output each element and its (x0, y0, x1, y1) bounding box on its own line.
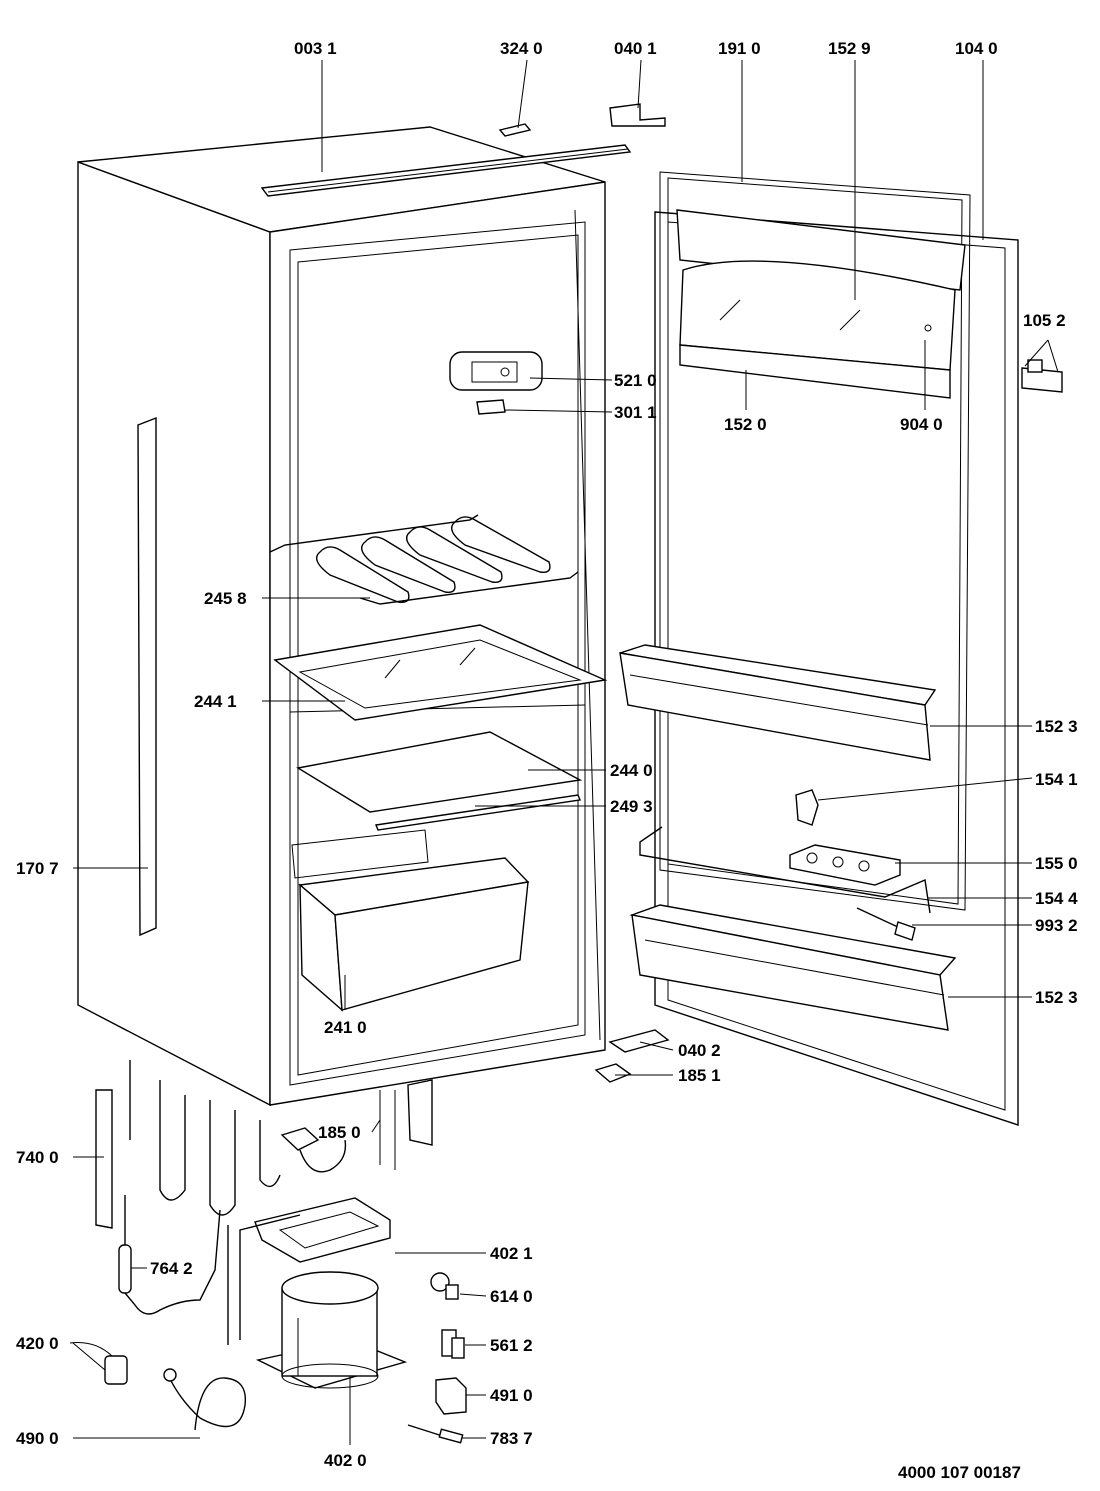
label-003-1: 003 1 (294, 39, 337, 58)
label-245-8: 245 8 (204, 589, 247, 608)
label-191-0: 191 0 (718, 39, 761, 58)
label-185-0: 185 0 (318, 1123, 361, 1142)
label-104-0: 104 0 (955, 39, 998, 58)
filter-dryer (118, 1195, 221, 1315)
label-490-0: 490 0 (16, 1429, 59, 1448)
label-904-0: 904 0 (900, 415, 943, 434)
label-185-1: 185 1 (678, 1066, 721, 1085)
bottle-rail (639, 826, 931, 914)
label-614-0: 614 0 (490, 1287, 533, 1306)
top-rail (260, 144, 632, 197)
crisper-cover-shelf (296, 731, 583, 813)
label-420-0: 420 0 (16, 1334, 59, 1353)
drawing-number: 4000 107 00187 (898, 1463, 1021, 1482)
label-154-1: 154 1 (1035, 770, 1078, 789)
label-152-3-lower: 152 3 (1035, 988, 1078, 1007)
hinge-cover-door (594, 1063, 632, 1083)
condenser (95, 1060, 433, 1229)
crisper-drawer (291, 829, 530, 1012)
label-170-7: 170 7 (16, 859, 59, 878)
compressor-mount (254, 1197, 391, 1263)
label-993-2: 993 2 (1035, 916, 1078, 935)
thermostat-housing (449, 351, 543, 391)
label-402-1: 402 1 (490, 1244, 533, 1263)
terminal-cover (435, 1377, 467, 1415)
leader-lines (72, 59, 1059, 1445)
capacitor (69, 1342, 128, 1385)
label-244-1: 244 1 (194, 692, 237, 711)
hinge-cover-lower (280, 1127, 320, 1151)
door-switch (856, 907, 916, 941)
clip-pin (407, 1424, 464, 1444)
label-740-0: 740 0 (16, 1148, 59, 1167)
label-324-0: 324 0 (500, 39, 543, 58)
relay (430, 1272, 459, 1300)
label-764-2: 764 2 (150, 1259, 193, 1278)
door-bin-upper (619, 644, 937, 761)
part-labels: 003 1 324 0 040 1 191 0 152 9 104 0 105 … (16, 39, 1078, 1482)
shelf-trim (375, 794, 581, 831)
lamp-cover (476, 399, 506, 415)
door-bin-lower (629, 904, 957, 1031)
label-521-0: 521 0 (614, 371, 657, 390)
hinge-bracket-bottom (608, 1029, 670, 1053)
label-040-2: 040 2 (678, 1041, 721, 1060)
label-783-7: 783 7 (490, 1429, 533, 1448)
starter-relay (441, 1329, 465, 1359)
glass-shelf (273, 624, 608, 721)
label-402-0: 402 0 (324, 1451, 367, 1470)
label-154-4: 154 4 (1035, 889, 1078, 908)
label-561-2: 561 2 (490, 1336, 533, 1355)
refrigerant-tubing (227, 1214, 301, 1345)
hinge-cover-small (498, 123, 532, 137)
label-105-2: 105 2 (1023, 311, 1066, 330)
label-241-0: 241 0 (324, 1018, 367, 1037)
side-trim-strip (137, 416, 157, 937)
compressor (255, 1271, 408, 1389)
door-hinge (1021, 359, 1063, 393)
label-301-1: 301 1 (614, 403, 657, 422)
label-491-0: 491 0 (490, 1386, 533, 1405)
label-249-3: 249 3 (610, 797, 653, 816)
power-cord (163, 1368, 247, 1431)
hinge-bracket-top (609, 103, 666, 127)
evaporator-coils (269, 514, 579, 605)
label-244-0: 244 0 (610, 761, 653, 780)
label-040-1: 040 1 (614, 39, 657, 58)
door-clip (795, 789, 819, 826)
label-155-0: 155 0 (1035, 854, 1078, 873)
label-152-9: 152 9 (828, 39, 871, 58)
label-152-0: 152 0 (724, 415, 767, 434)
label-152-3-upper: 152 3 (1035, 717, 1078, 736)
egg-tray (789, 844, 901, 886)
dairy-compartment (676, 209, 966, 399)
